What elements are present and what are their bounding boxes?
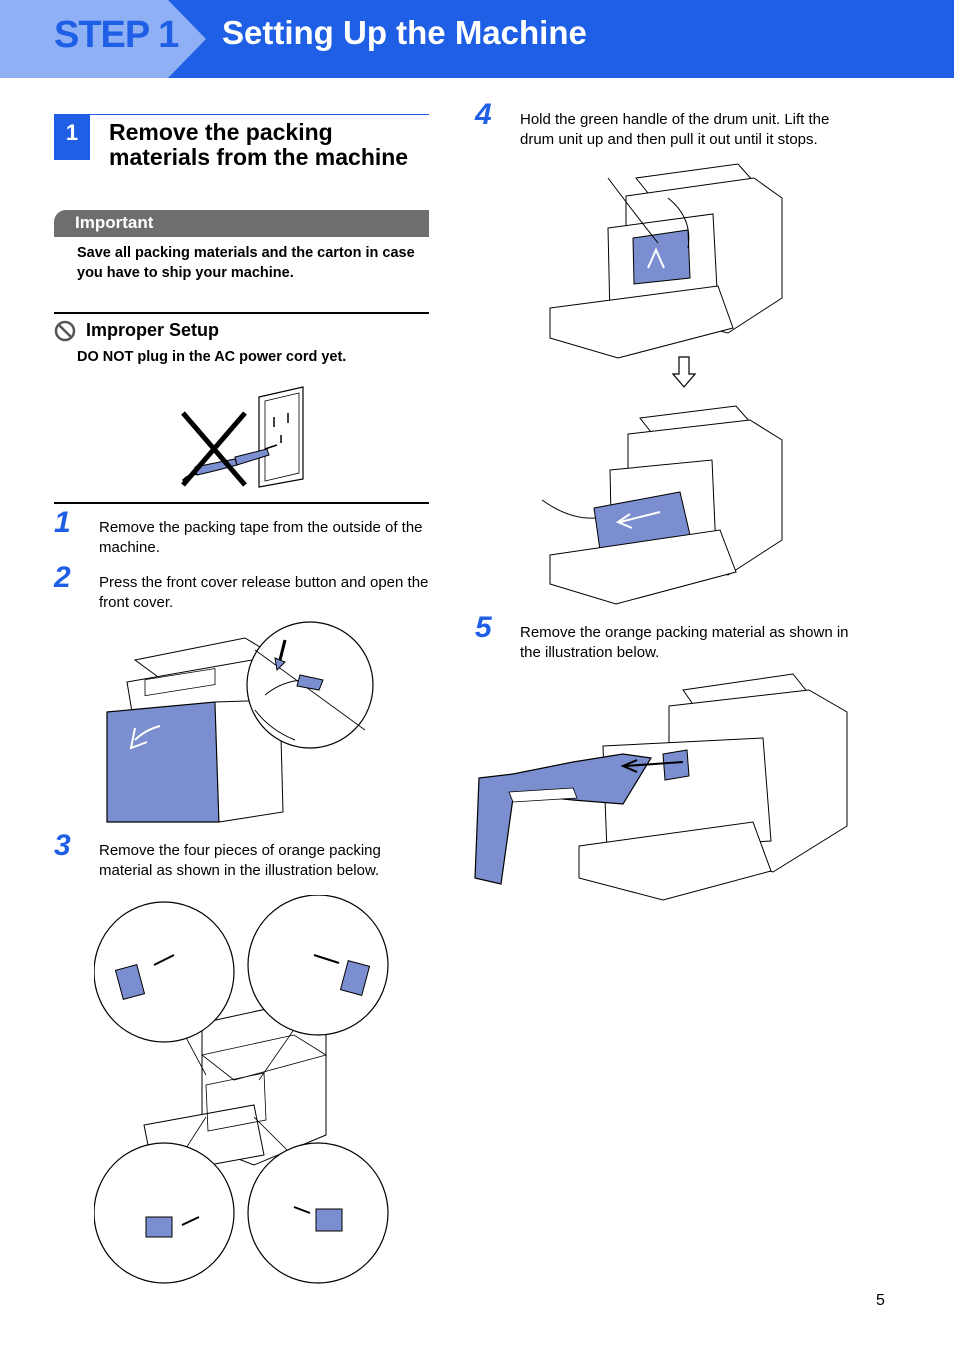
step-1-text: Remove the packing tape from the outside… <box>99 519 423 556</box>
improper-top-rule <box>54 312 429 314</box>
front-cover-illustration <box>106 621 374 823</box>
step-2-number: 2 <box>54 561 71 594</box>
prohibited-icon <box>54 320 76 342</box>
important-text: Save all packing materials and the carto… <box>77 245 415 281</box>
step-label: STEP 1 <box>54 14 179 56</box>
orange-packing-illustration <box>474 673 848 901</box>
improper-setup-title: Improper Setup <box>86 320 220 340</box>
step-3-number: 3 <box>54 829 71 862</box>
step-5-text: Remove the orange packing material as sh… <box>520 624 849 661</box>
section-rule <box>90 114 429 115</box>
page-number: 5 <box>876 1292 885 1309</box>
drum-pull-illustration <box>541 405 783 605</box>
section-number: 1 <box>54 114 90 160</box>
improper-bottom-rule <box>54 502 429 504</box>
step-1-number: 1 <box>54 506 71 539</box>
drum-lift-illustration <box>549 163 783 359</box>
important-label: Important <box>75 213 154 232</box>
power-plug-illustration <box>181 386 304 488</box>
step-2-text: Press the front cover release button and… <box>99 574 429 611</box>
section-title: Remove the packing materials from the ma… <box>109 119 409 170</box>
step-tab-shape <box>0 0 206 78</box>
page-title: Setting Up the Machine <box>222 14 587 51</box>
step-4-text: Hold the green handle of the drum unit. … <box>520 111 830 148</box>
down-arrow-icon <box>672 356 696 388</box>
step-5-number: 5 <box>475 611 492 644</box>
packing-pieces-illustration <box>94 895 389 1284</box>
important-bar <box>54 210 429 237</box>
step-3-text: Remove the four pieces of orange packing… <box>99 842 381 879</box>
step-4-number: 4 <box>475 98 492 131</box>
page-header: STEP 1 Setting Up the Machine <box>0 0 954 78</box>
improper-setup-text: DO NOT plug in the AC power cord yet. <box>77 349 347 365</box>
